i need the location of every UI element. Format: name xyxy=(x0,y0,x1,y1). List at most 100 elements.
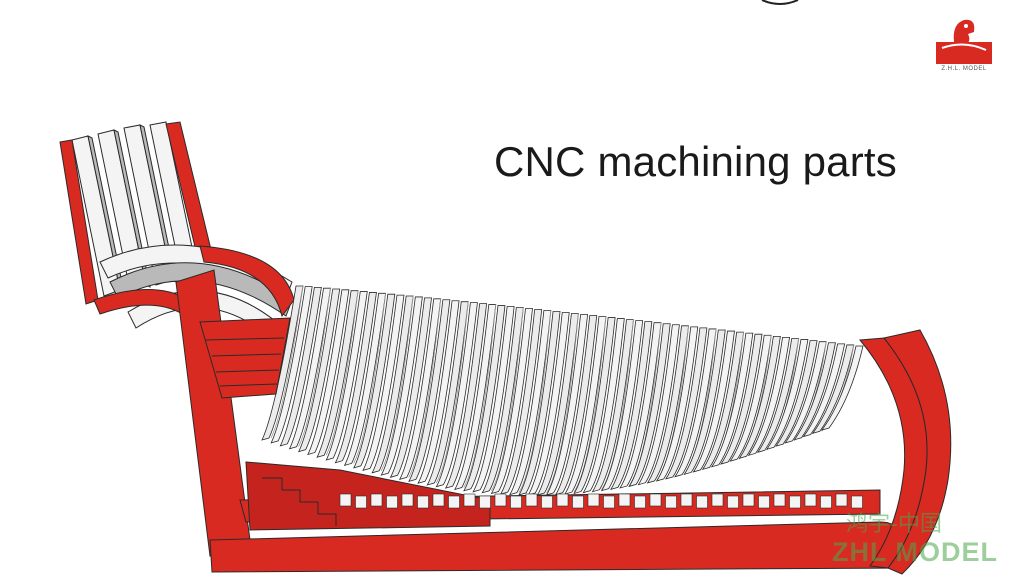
hull-frame-rib xyxy=(499,309,543,495)
hull-frame-rib xyxy=(637,324,680,486)
floor-timber xyxy=(587,493,600,507)
hull-frame-rib xyxy=(784,341,827,444)
hull-frame-shade xyxy=(546,313,579,494)
stern-timbers xyxy=(71,121,199,297)
floor-timbers xyxy=(339,493,863,509)
floor-timber xyxy=(463,493,476,507)
hull-frame-rib xyxy=(472,306,515,493)
hull-frame-rib xyxy=(591,319,634,493)
hull-frame-rib xyxy=(435,302,478,488)
floor-timber xyxy=(339,493,352,507)
hull-frame-shade xyxy=(298,288,331,447)
hull-frame-rib xyxy=(756,338,800,454)
floor-timber xyxy=(789,495,801,509)
hull-frame-rib xyxy=(509,310,552,496)
hull-frame-rib xyxy=(417,300,460,484)
hull-frame-shade xyxy=(353,293,387,464)
hull-frame-rib xyxy=(444,303,488,489)
hull-frame-rib xyxy=(389,297,432,478)
floor-timber xyxy=(696,495,708,509)
hull-frame-rib xyxy=(692,330,735,473)
hull-frame-rib xyxy=(811,344,855,434)
hull-frame-rib xyxy=(646,325,690,484)
hull-frame-rib xyxy=(619,322,662,489)
hull-frame-rib xyxy=(674,328,717,478)
hull-frame-rib xyxy=(655,326,699,482)
hull-frame-rib xyxy=(334,292,377,464)
hull-frame-rib xyxy=(353,293,396,469)
hull-frame-rib xyxy=(609,321,653,491)
hull-frame-rib xyxy=(426,301,469,486)
hull-frame-rib xyxy=(582,318,625,494)
hull-frame-shade xyxy=(490,307,524,491)
slide-headline: CNC machining parts xyxy=(494,138,897,185)
hull-frame-rib xyxy=(371,295,414,474)
floor-timber xyxy=(835,493,848,507)
floor-timber xyxy=(758,495,770,509)
hull-frame-rib xyxy=(453,304,497,491)
brand-logo: Z.H.L. MODEL xyxy=(934,16,994,76)
floor-timber xyxy=(541,495,553,509)
floor-timber xyxy=(479,495,491,509)
top-edge-mark xyxy=(761,0,799,5)
hull-frame-rib xyxy=(536,313,579,496)
hull-frame-rib xyxy=(343,292,387,466)
hull-frame-rib xyxy=(398,298,442,481)
hull-frame-rib xyxy=(793,342,836,441)
floor-timber xyxy=(804,493,817,507)
hull-frame-rib xyxy=(729,334,772,462)
floor-timber xyxy=(820,495,832,509)
floor-timber xyxy=(773,493,786,507)
hull-frame-rib xyxy=(362,294,405,472)
hull-frame-rib xyxy=(408,299,451,483)
hull-frame-rib xyxy=(270,286,313,444)
hull-frame-rib xyxy=(747,337,791,457)
hull-frame-rib xyxy=(738,335,781,459)
hull-frame-shade xyxy=(601,319,634,490)
hull-frame-rib xyxy=(307,289,350,456)
hull-frame-shade xyxy=(325,290,359,456)
hull-frame-rib xyxy=(554,315,598,496)
hull-frame-shade xyxy=(270,285,304,439)
hull-frame-rib xyxy=(297,288,341,453)
floor-timber xyxy=(727,495,739,509)
hull-frame-shade xyxy=(380,295,414,471)
floor-timber xyxy=(386,495,398,509)
hull-frame-rib xyxy=(720,333,763,465)
hull-frame-rib xyxy=(573,317,616,495)
floor-timber xyxy=(711,493,724,507)
hull-frame-shade xyxy=(573,316,607,493)
floor-timber xyxy=(448,495,460,509)
floor-timber xyxy=(401,493,414,507)
hull-frame-rib xyxy=(665,327,708,480)
floor-timber xyxy=(556,493,569,507)
hull-frame-rib xyxy=(701,331,745,471)
hull-frame-rib xyxy=(527,312,570,496)
floor-timber xyxy=(851,495,863,509)
floor-timber xyxy=(355,495,367,509)
hull-frame-rib xyxy=(490,308,533,495)
hull-frame-rib xyxy=(288,287,332,450)
hull-frame-rib xyxy=(564,316,607,495)
hull-frame-rib xyxy=(628,323,671,488)
horse-logo-icon xyxy=(936,19,992,64)
floor-timber xyxy=(370,493,383,507)
watermark-chinese: 鸿宇-中国 xyxy=(846,512,942,537)
hull-frame-shade xyxy=(463,304,497,488)
keel-profile xyxy=(175,269,952,575)
hull-frame-rib xyxy=(775,340,818,447)
floor-timber xyxy=(572,495,584,509)
hull-frame-shade xyxy=(408,298,442,478)
hull-frame-rib xyxy=(279,286,322,447)
hull-frame-rib xyxy=(600,320,644,492)
floor-timber xyxy=(649,493,662,507)
floor-timber xyxy=(525,493,538,507)
hull-frame-shade xyxy=(518,310,552,493)
logo-caption: Z.H.L. MODEL xyxy=(941,66,987,72)
hull-frame-rib xyxy=(316,290,359,458)
hull-frame-rib xyxy=(765,339,809,450)
hull-frame-rib xyxy=(463,305,506,492)
floor-timber xyxy=(634,495,646,509)
hull-frame-rib xyxy=(802,343,846,438)
